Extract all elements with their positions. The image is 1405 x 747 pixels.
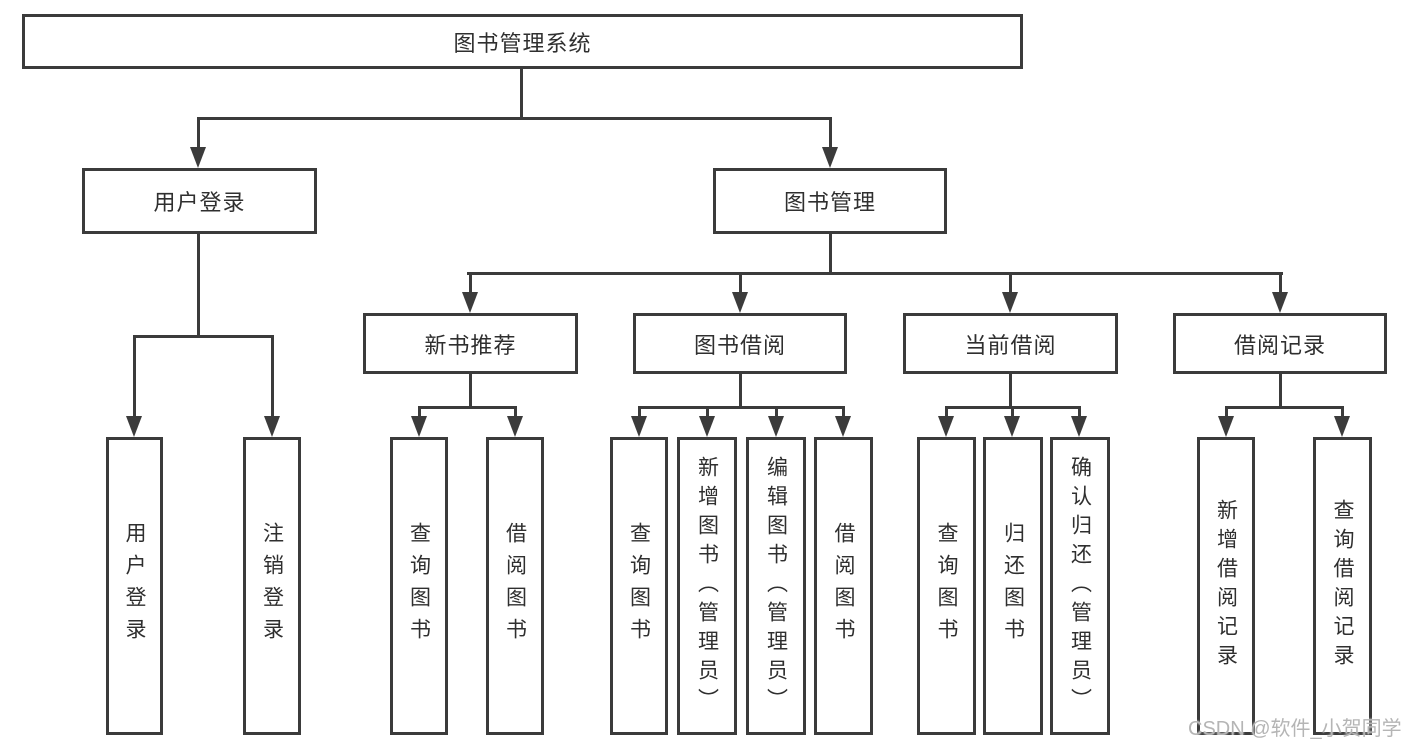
arrow-head — [1272, 292, 1288, 313]
connector-line — [775, 406, 778, 418]
leaf-newbook-borrow-label: 借阅图书 — [503, 522, 527, 650]
connector-line — [739, 374, 742, 408]
connector-line — [1078, 406, 1081, 418]
arrow-head — [1071, 416, 1087, 437]
node-root-label: 图书管理系统 — [453, 30, 592, 56]
arrow-head — [631, 416, 647, 437]
node-root: 图书管理系统 — [22, 14, 1023, 69]
leaf-newbook-query-label: 查询图书 — [407, 522, 431, 650]
node-book-borrowing: 图书借阅 — [633, 313, 847, 374]
leaf-record-query-label: 查询借阅记录 — [1331, 499, 1354, 673]
arrow-head — [1218, 416, 1234, 437]
node-user-login-label: 用户登录 — [153, 190, 246, 215]
node-current-borrowing: 当前借阅 — [903, 313, 1118, 374]
arrow-head — [732, 292, 748, 313]
connector-line — [1279, 374, 1282, 408]
connector-line — [638, 406, 844, 409]
csdn-watermark: CSDN @软件_小贺同学 — [1188, 718, 1402, 740]
node-new-book-recommend-label: 新书推荐 — [424, 332, 517, 358]
leaf-borrow-edit-admin-label: 编辑图书（管理员） — [764, 455, 788, 717]
arrow-head — [699, 416, 715, 437]
leaf-current-query-label: 查询图书 — [935, 522, 958, 650]
leaf-borrow-add-admin: 新增图书（管理员） — [677, 437, 737, 735]
leaf-record-add: 新增借阅记录 — [1197, 437, 1255, 735]
arrow-head — [835, 416, 851, 437]
leaf-logout-label: 注销登录 — [260, 522, 284, 650]
connector-line — [829, 234, 832, 275]
arrow-head — [264, 416, 280, 437]
leaf-borrow-borrow-label: 借阅图书 — [832, 522, 855, 650]
arrow-head — [190, 147, 206, 168]
connector-line — [520, 69, 523, 118]
connector-line — [514, 406, 517, 418]
leaf-borrow-query: 查询图书 — [610, 437, 668, 735]
connector-line — [706, 406, 709, 418]
node-book-management-label: 图书管理 — [783, 190, 876, 215]
arrow-head — [1002, 292, 1018, 313]
arrow-head — [126, 416, 142, 437]
leaf-record-add-label: 新增借阅记录 — [1214, 499, 1238, 673]
arrow-head — [1004, 416, 1020, 437]
connector-line — [1279, 272, 1282, 293]
connector-line — [271, 335, 274, 418]
connector-line — [197, 117, 200, 150]
connector-line — [133, 335, 274, 338]
connector-line — [842, 406, 845, 418]
connector-line — [1009, 374, 1012, 408]
connector-line — [1225, 406, 1343, 409]
node-book-borrowing-label: 图书借阅 — [693, 332, 786, 358]
connector-line — [1011, 406, 1014, 418]
leaf-current-confirm-admin: 确认归还（管理员） — [1050, 437, 1110, 735]
connector-line — [739, 272, 742, 293]
leaf-borrow-query-label: 查询图书 — [627, 522, 651, 650]
leaf-current-return-label: 归还图书 — [1001, 522, 1025, 650]
leaf-user-login: 用户登录 — [106, 437, 163, 735]
arrow-head — [938, 416, 954, 437]
connector-line — [1009, 272, 1012, 293]
connector-line — [1225, 406, 1228, 418]
connector-line — [467, 272, 1283, 275]
leaf-current-return: 归还图书 — [983, 437, 1043, 735]
node-new-book-recommend: 新书推荐 — [363, 313, 578, 374]
connector-line — [945, 406, 948, 418]
leaf-record-query: 查询借阅记录 — [1313, 437, 1372, 735]
leaf-borrow-add-admin-label: 新增图书（管理员） — [695, 455, 719, 717]
connector-line — [418, 406, 421, 418]
leaf-current-confirm-admin-label: 确认归还（管理员） — [1068, 455, 1092, 717]
arrow-head — [507, 416, 523, 437]
arrow-head — [1334, 416, 1350, 437]
leaf-borrow-borrow: 借阅图书 — [814, 437, 873, 735]
connector-line — [197, 234, 200, 337]
node-current-borrowing-label: 当前借阅 — [964, 332, 1057, 358]
connector-line — [469, 374, 472, 408]
leaf-newbook-query: 查询图书 — [390, 437, 448, 735]
connector-line — [469, 272, 472, 293]
leaf-current-query: 查询图书 — [917, 437, 976, 735]
connector-line — [418, 406, 517, 409]
leaf-borrow-edit-admin: 编辑图书（管理员） — [746, 437, 806, 735]
connector-line — [829, 117, 832, 150]
leaf-user-login-label: 用户登录 — [123, 522, 146, 650]
arrow-head — [822, 147, 838, 168]
arrow-head — [462, 292, 478, 313]
node-borrowing-records-label: 借阅记录 — [1233, 332, 1326, 358]
connector-line — [638, 406, 641, 418]
leaf-newbook-borrow: 借阅图书 — [486, 437, 544, 735]
arrow-head — [768, 416, 784, 437]
connector-line — [1341, 406, 1344, 418]
arrow-head — [411, 416, 427, 437]
leaf-logout: 注销登录 — [243, 437, 301, 735]
connector-line — [197, 117, 831, 120]
node-borrowing-records: 借阅记录 — [1173, 313, 1387, 374]
node-book-management: 图书管理 — [713, 168, 947, 234]
node-user-login: 用户登录 — [82, 168, 317, 234]
connector-line — [133, 335, 136, 418]
